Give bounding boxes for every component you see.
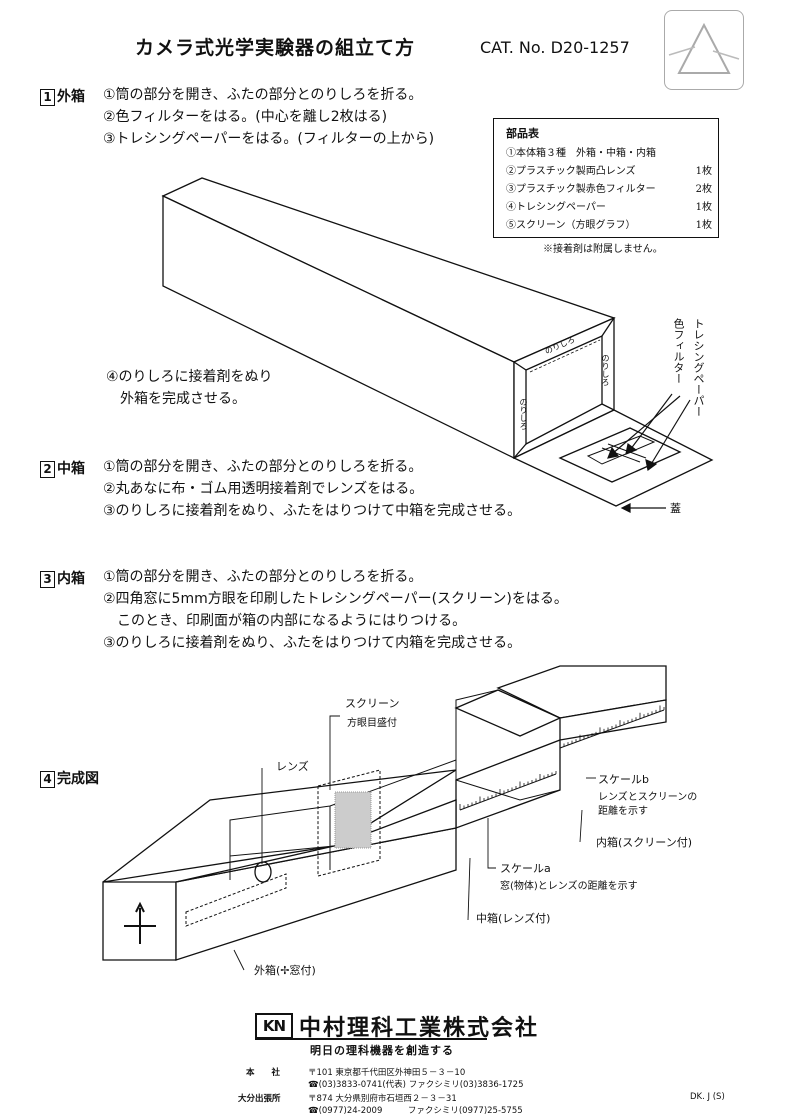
outer-box-label: 外箱(✢窓付) xyxy=(254,964,316,977)
screen-label: スクリーン xyxy=(345,697,400,710)
section-number: 1 xyxy=(40,89,55,106)
parts-row: ①本体箱３種 外箱・中箱・内箱 xyxy=(506,148,656,159)
step: ①筒の部分を開き、ふたの部分とのりしろを折る。 xyxy=(103,459,423,475)
step: ②丸あなに布・ゴム用透明接着剤でレンズをはる。 xyxy=(103,481,424,497)
scale-a-label: スケールa xyxy=(500,862,551,875)
company-slogan: 明日の理科機器を創造する xyxy=(310,1044,454,1057)
step: ④のりしろに接着剤をぬり xyxy=(106,369,273,385)
hq-address: 〒101 東京都千代田区外神田５－３－10 xyxy=(308,1068,466,1078)
parts-row: ③プラスチック製赤色フィルター xyxy=(506,184,656,195)
catalog-number: CAT. No. D20-1257 xyxy=(480,38,630,57)
prism-logo xyxy=(664,10,744,90)
screen-sub-label: 方眼目盛付 xyxy=(347,718,397,729)
step: ③のりしろに接着剤をぬり、ふたをはりつけて中箱を完成させる。 xyxy=(103,503,522,519)
section-number: 4 xyxy=(40,771,55,788)
parts-row: ⑤スクリーン（方眼グラフ） xyxy=(506,220,636,231)
section-label: 中箱 xyxy=(57,461,85,477)
section-number: 2 xyxy=(40,461,55,478)
scale-b-sub: 距離を示す xyxy=(598,806,648,817)
middle-box-label: 中箱(レンズ付) xyxy=(476,912,551,925)
scale-a-sub: 窓(物体)とレンズの距離を示す xyxy=(500,881,638,892)
hq-label: 本 社 xyxy=(246,1068,281,1078)
lid-label: 蓋 xyxy=(670,502,681,515)
document-code: DK. J (S) xyxy=(690,1092,725,1102)
section-2-steps: ①筒の部分を開き、ふたの部分とのりしろを折る。 ②丸あなに布・ゴム用透明接着剤で… xyxy=(103,456,521,522)
page-title: カメラ式光学実験器の組立て方 xyxy=(135,37,416,59)
parts-row: ④トレシングペーパー xyxy=(506,202,606,213)
scale-b-label: スケールb xyxy=(598,773,649,786)
parts-qty: 2枚 xyxy=(695,184,712,195)
parts-list: 部品表 ①本体箱３種 外箱・中箱・内箱 ②プラスチック製両凸レンズ 1枚 ③プラ… xyxy=(493,118,719,238)
scale-b-sub: レンズとスクリーンの xyxy=(598,792,698,803)
section-label: 完成図 xyxy=(57,771,99,787)
color-filter-label: 色フィルター xyxy=(672,318,685,384)
inner-box-label: 内箱(スクリーン付) xyxy=(596,836,693,849)
section-number: 3 xyxy=(40,571,55,588)
parts-heading: 部品表 xyxy=(506,127,539,140)
parts-row: ②プラスチック製両凸レンズ xyxy=(506,166,636,177)
step: このとき、印刷面が箱の内部になるようにはりつける。 xyxy=(117,613,467,629)
hq-phone: ☎(03)3833-0741(代表) ファクシミリ(03)3836-1725 xyxy=(308,1080,524,1090)
step: ③トレシングペーパーをはる。(フィルターの上から) xyxy=(103,131,435,147)
company-name: 中村理科工業株式会社 xyxy=(299,1016,540,1041)
step: ①筒の部分を開き、ふたの部分とのりしろを折る。 xyxy=(103,87,423,103)
step: ③のりしろに接着剤をぬり、ふたをはりつけて内箱を完成させる。 xyxy=(103,635,522,651)
nori-label: のりしろ xyxy=(601,354,610,386)
branch-label: 大分出張所 xyxy=(238,1094,281,1104)
step: ②色フィルターをはる。(中心を離し2枚はる) xyxy=(103,109,388,125)
lens-label: レンズ xyxy=(276,760,309,773)
parts-qty: 1枚 xyxy=(695,166,712,177)
tracing-paper-label: トレシングペーパー xyxy=(692,318,705,417)
adhesive-note: ※接着剤は附属しません。 xyxy=(543,244,663,255)
parts-qty: 1枚 xyxy=(695,202,712,213)
section-1-step4: ④のりしろに接着剤をぬり 外箱を完成させる。 xyxy=(106,366,273,410)
branch-address: 〒874 大分県別府市石垣西２－３－31 xyxy=(308,1094,457,1104)
step: ②四角窓に5mm方眼を印刷したトレシングペーパー(スクリーン)をはる。 xyxy=(103,591,568,607)
footer-divider xyxy=(255,1038,487,1040)
step: 外箱を完成させる。 xyxy=(120,391,246,407)
kn-logo-icon: KN xyxy=(255,1013,293,1039)
step: ①筒の部分を開き、ふたの部分とのりしろを折る。 xyxy=(103,569,423,585)
prism-icon xyxy=(668,22,740,74)
section-label: 外箱 xyxy=(57,89,85,105)
branch-phone: ☎(0977)24-2009 ファクシミリ(0977)25-5755 xyxy=(308,1106,523,1116)
parts-qty: 1枚 xyxy=(695,220,712,231)
section-label: 内箱 xyxy=(57,571,85,587)
section-3-steps: ①筒の部分を開き、ふたの部分とのりしろを折る。 ②四角窓に5mm方眼を印刷したト… xyxy=(103,566,568,654)
section-1-steps: ①筒の部分を開き、ふたの部分とのりしろを折る。 ②色フィルターをはる。(中心を離… xyxy=(103,84,434,150)
nori-label: のりしろ xyxy=(519,398,528,430)
